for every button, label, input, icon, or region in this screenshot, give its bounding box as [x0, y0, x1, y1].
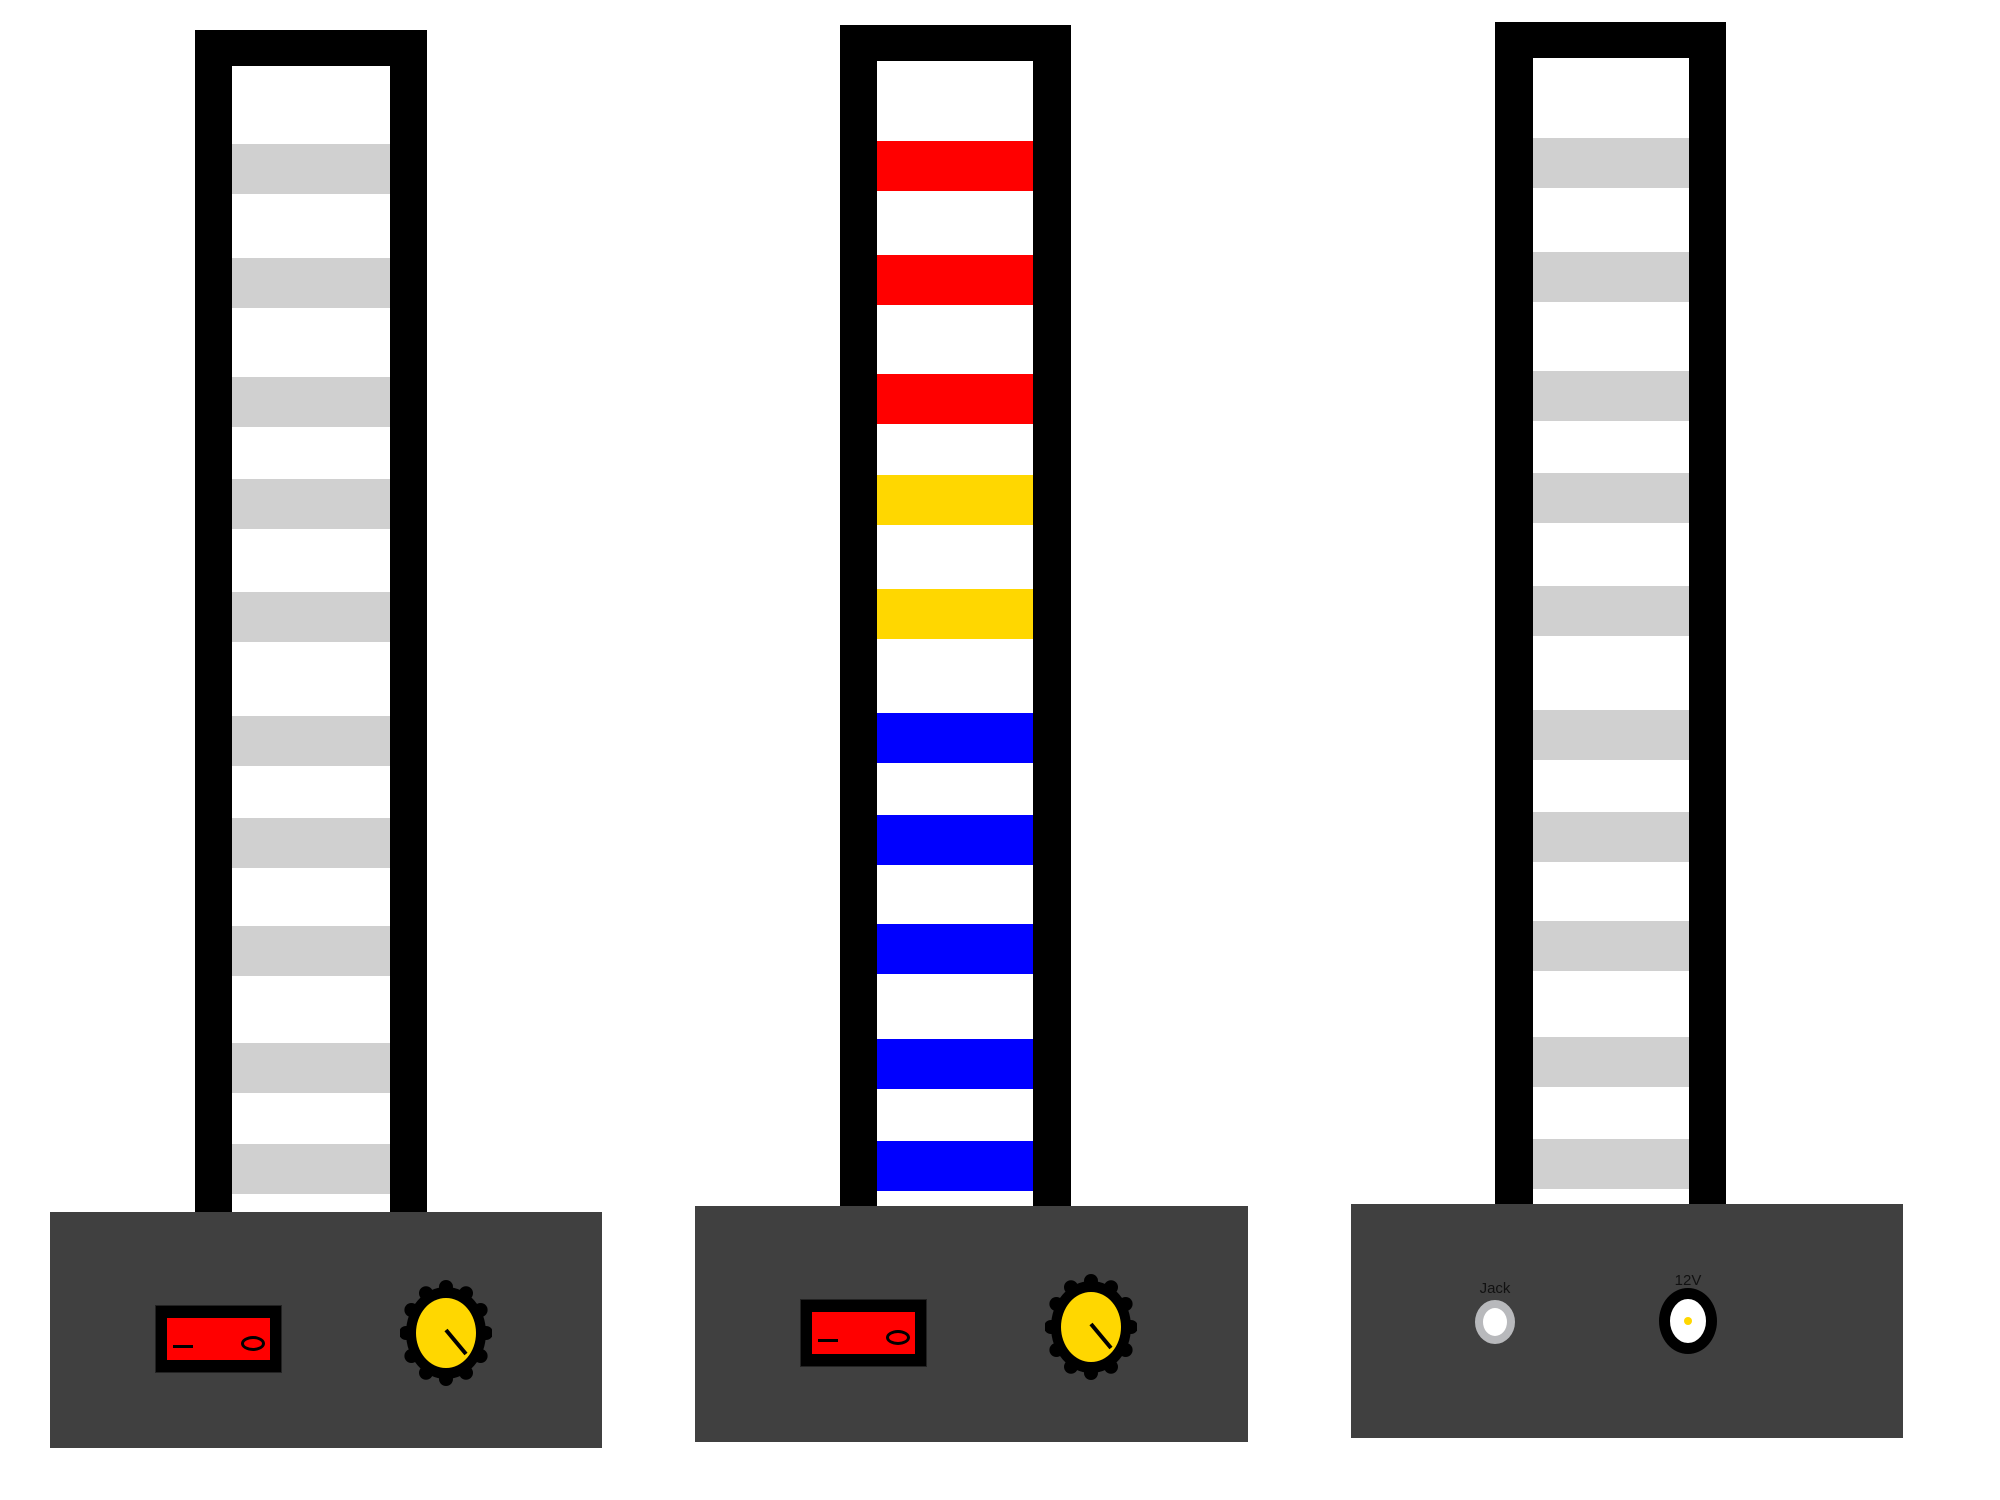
led-segment-off — [1533, 371, 1689, 421]
led-segment-blue — [877, 815, 1033, 865]
led-segment-blue — [877, 924, 1033, 974]
knob-tooth — [1084, 1366, 1098, 1380]
tower-left — [195, 30, 427, 1213]
knob-tooth — [459, 1286, 473, 1301]
off-symbol-icon — [241, 1336, 265, 1351]
off-symbol-icon — [886, 1330, 910, 1345]
led-segment-red — [877, 141, 1033, 191]
rocker-switch[interactable] — [155, 1305, 282, 1373]
led-segment-off — [1533, 138, 1689, 188]
tower-right — [1495, 22, 1726, 1205]
on-symbol-icon — [818, 1339, 838, 1342]
rotary-knob[interactable] — [400, 1279, 492, 1387]
knob-tooth — [1118, 1297, 1133, 1311]
led-segment-off — [232, 1043, 390, 1093]
tower-right-column — [1533, 58, 1689, 1205]
led-segment-off — [232, 1144, 390, 1194]
led-segment-blue — [877, 713, 1033, 763]
led-segment-red — [877, 374, 1033, 424]
led-segment-off — [232, 258, 390, 308]
knob-tooth — [473, 1303, 488, 1317]
led-segment-off — [1533, 473, 1689, 523]
knob-tooth — [439, 1280, 453, 1294]
knob-tooth — [473, 1349, 488, 1363]
led-segment-red — [877, 255, 1033, 305]
knob-tooth — [404, 1349, 419, 1363]
knob-tooth — [1124, 1320, 1137, 1334]
knob-tooth — [479, 1326, 492, 1340]
knob-tooth — [419, 1286, 433, 1301]
led-segment-off — [232, 926, 390, 976]
on-symbol-icon — [173, 1345, 193, 1348]
knob-tooth — [1104, 1280, 1118, 1295]
tower-left-column — [232, 66, 390, 1213]
knob-tooth — [1118, 1343, 1133, 1357]
jack-label: Jack — [1479, 1280, 1511, 1297]
tower-middle-column — [877, 61, 1033, 1208]
tower-middle — [840, 25, 1071, 1208]
led-segment-off — [232, 479, 390, 529]
led-segment-yellow — [877, 589, 1033, 639]
base-panel-left — [50, 1212, 602, 1448]
led-segment-blue — [877, 1141, 1033, 1191]
knob-tooth — [1045, 1320, 1058, 1334]
knob-tooth — [1049, 1343, 1064, 1357]
led-segment-off — [232, 818, 390, 868]
led-segment-off — [1533, 252, 1689, 302]
led-segment-off — [232, 592, 390, 642]
knob-tooth — [459, 1365, 473, 1380]
power-jack[interactable] — [1659, 1288, 1717, 1354]
power-pin — [1684, 1317, 1692, 1325]
led-segment-off — [1533, 812, 1689, 862]
knob-tooth — [404, 1303, 419, 1317]
led-segment-off — [232, 144, 390, 194]
rocker-switch[interactable] — [800, 1299, 927, 1367]
knob-tooth — [1064, 1359, 1078, 1374]
knob-tooth — [439, 1372, 453, 1386]
led-segment-blue — [877, 1039, 1033, 1089]
led-segment-off — [232, 377, 390, 427]
led-segment-off — [1533, 921, 1689, 971]
base-panel-middle — [695, 1206, 1248, 1442]
audio-jack[interactable] — [1475, 1300, 1515, 1344]
knob-tooth — [1104, 1359, 1118, 1374]
knob-tooth — [400, 1326, 413, 1340]
knob-tooth — [419, 1365, 433, 1380]
led-segment-off — [232, 716, 390, 766]
knob-tooth — [1064, 1280, 1078, 1295]
base-panel-right: Jack 12V — [1351, 1204, 1903, 1438]
led-segment-yellow — [877, 475, 1033, 525]
rotary-knob[interactable] — [1045, 1273, 1137, 1381]
knob-tooth — [1049, 1297, 1064, 1311]
rocker — [812, 1312, 915, 1354]
knob-tooth — [1084, 1274, 1098, 1288]
power-label: 12V — [1674, 1272, 1702, 1289]
led-segment-off — [1533, 710, 1689, 760]
led-segment-off — [1533, 1037, 1689, 1087]
led-segment-off — [1533, 1139, 1689, 1189]
rocker — [167, 1318, 270, 1360]
led-segment-off — [1533, 586, 1689, 636]
